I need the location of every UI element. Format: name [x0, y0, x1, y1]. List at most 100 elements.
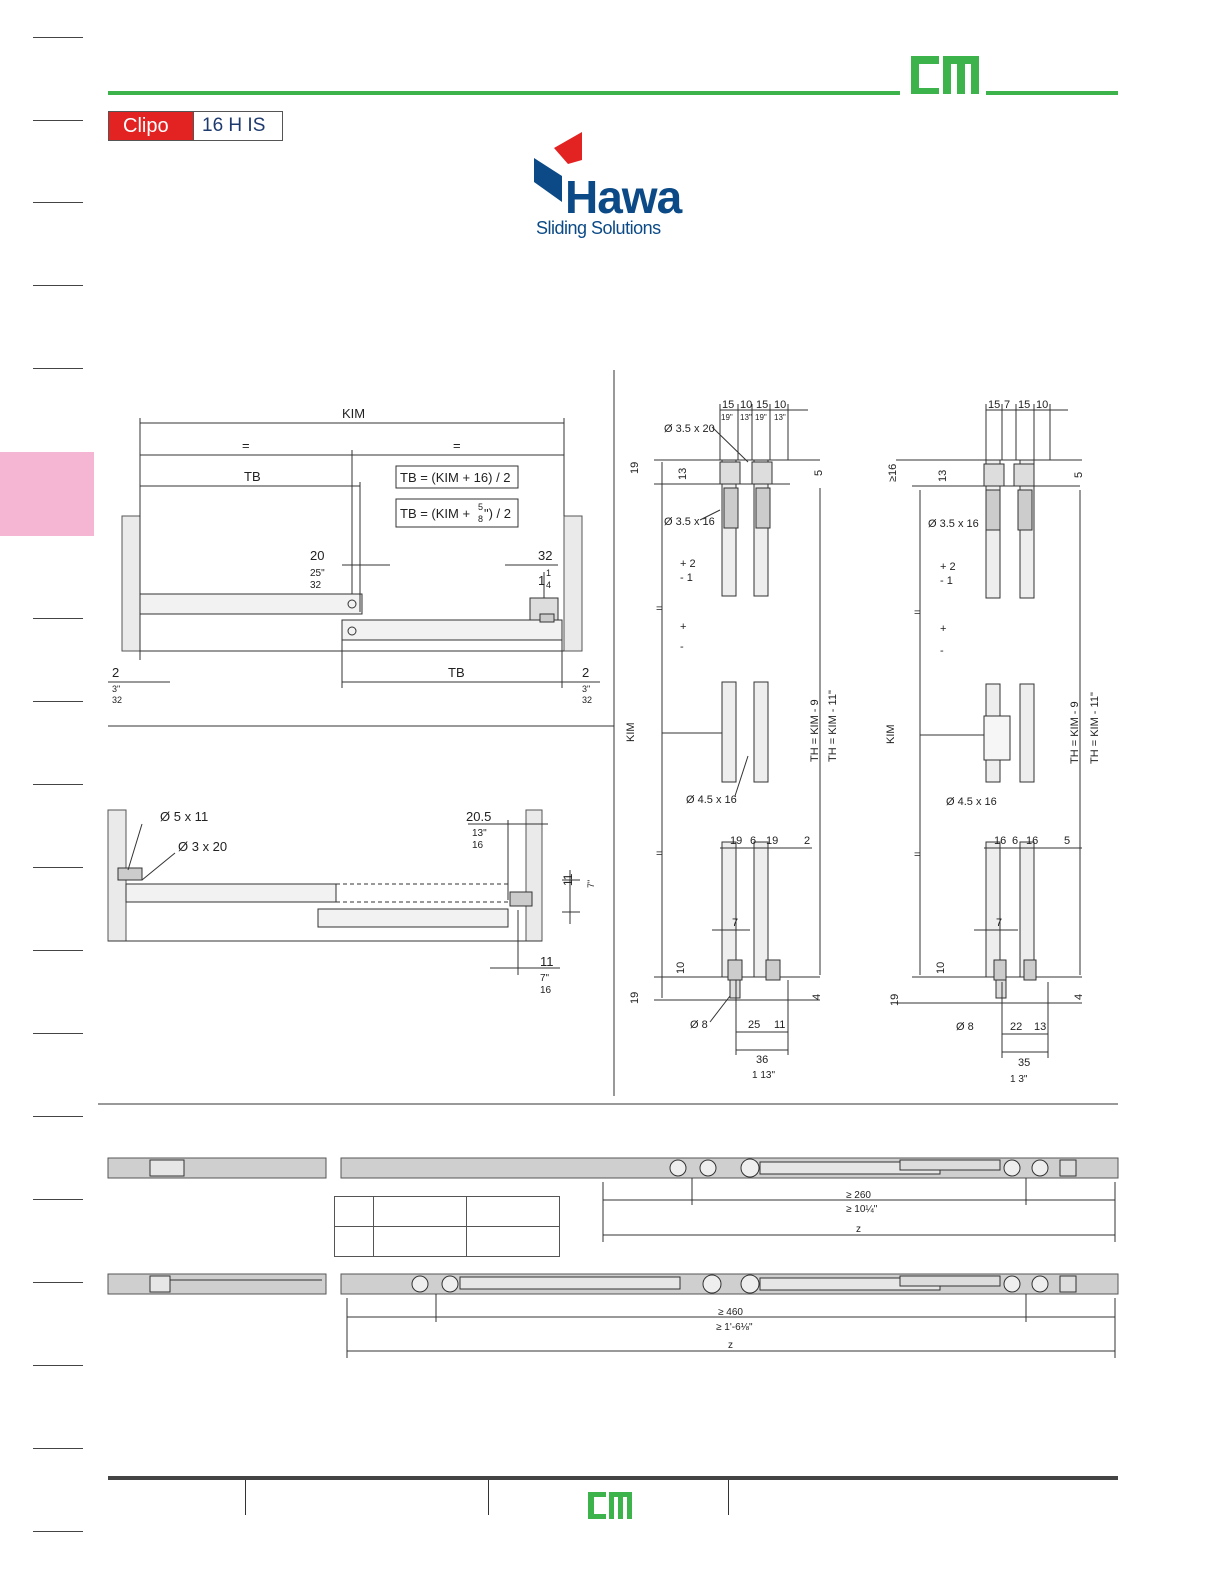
adj-plus-2: + 2	[680, 558, 696, 570]
e2-dim-22: 22	[1010, 1021, 1022, 1033]
footer-separator	[245, 1480, 246, 1515]
top-frac-3: 19"	[755, 413, 767, 422]
dim-3-32-right-den: 32	[582, 695, 592, 705]
e2-dim-7: 7	[996, 917, 1002, 929]
product-name: Clipo	[109, 112, 193, 140]
margin-tick	[33, 784, 83, 785]
dim-3-32-left-den: 32	[112, 695, 122, 705]
screw-3-5x16: Ø 3.5 x 16	[664, 516, 715, 528]
hawa-logo: Hawa Sliding Solutions	[532, 130, 702, 245]
footer-rule	[108, 1476, 1118, 1480]
dim-2-right: 2	[582, 665, 589, 680]
e2-dim-1-3-8: 1 3"	[1010, 1074, 1028, 1085]
e2-dim-16: ≥16	[887, 464, 899, 482]
formula-metric: TB = (KIM + 16) / 2	[400, 470, 511, 485]
top-dim-4: 10	[774, 399, 786, 411]
bot-dim-1: 19	[730, 835, 742, 847]
brand-name: Hawa	[565, 171, 682, 223]
e2-screw-4-5x16: Ø 4.5 x 16	[946, 796, 997, 808]
e2-adj-minus-1-32: -	[940, 645, 944, 657]
dim-7-16-den: 16	[540, 985, 552, 996]
e2-top-dim-4: 10	[1036, 399, 1048, 411]
e2-bot-dim-2: 6	[1012, 835, 1018, 847]
top-frac-1: 19"	[721, 413, 733, 422]
margin-tick	[33, 368, 83, 369]
table-row	[334, 1226, 560, 1257]
margin-tick	[33, 1033, 83, 1034]
margin-tick	[33, 1116, 83, 1117]
dim-1-1-4-num: 1	[546, 568, 551, 578]
hawa-logo-icon	[534, 132, 582, 202]
e2-adj-minus-1: - 1	[940, 575, 953, 587]
top-dim-3: 15	[756, 399, 768, 411]
e2-dim-10: 10	[935, 962, 947, 974]
dim-1-1-4-whole: 1	[538, 573, 545, 588]
table-cell	[373, 1196, 467, 1227]
screw-4-5x16: Ø 4.5 x 16	[686, 794, 737, 806]
eq-lower: =	[656, 848, 662, 860]
dim-19-top: 19	[629, 462, 641, 474]
footer-separator	[728, 1480, 729, 1515]
margin-tick	[33, 867, 83, 868]
top-frac-2: 13"	[740, 413, 752, 422]
dim-11-horiz: 11	[540, 954, 554, 969]
dim-11-vert: 11	[561, 873, 575, 886]
dim-13-16-num: 13"	[472, 828, 487, 839]
margin-tick	[33, 120, 83, 121]
rail2-min-mm: ≥ 460	[718, 1307, 743, 1318]
dim-4: 4	[811, 994, 823, 1000]
adj-minus-1: - 1	[680, 572, 693, 584]
dim-eq-left: =	[242, 438, 250, 453]
dim-3-32-left-num: 3"	[112, 684, 120, 694]
dim-eq-right: =	[453, 438, 461, 453]
rail1-min-in: ≥ 10¼"	[846, 1203, 878, 1215]
table-cell	[334, 1226, 374, 1257]
top-dim-1: 15	[722, 399, 734, 411]
e2-adj-plus-3-32: +	[940, 623, 946, 635]
e2-hole-8: Ø 8	[956, 1021, 974, 1033]
footer-separator	[488, 1480, 489, 1515]
company-logo-icon	[911, 56, 979, 94]
screw-3x20: Ø 3 x 20	[178, 839, 227, 854]
dim-2-left: 2	[112, 665, 119, 680]
e2-dim-5: 5	[1073, 472, 1085, 478]
dim-11-elev: 11	[774, 1019, 785, 1031]
e2-top-dim-3: 15	[1018, 399, 1030, 411]
plan-view	[108, 418, 600, 688]
dim-25-32-num: 25"	[310, 568, 325, 579]
header-rule	[986, 91, 1118, 95]
e2-th-imperial: TH = KIM - 11"	[1089, 692, 1101, 764]
e2-top-dim-2: 7	[1004, 399, 1010, 411]
dim-10: 10	[675, 962, 687, 974]
margin-tick	[33, 37, 83, 38]
formula-imperial-suffix: ") / 2	[484, 506, 511, 521]
product-badge: Clipo 16 H IS	[108, 111, 283, 141]
margin-tick	[33, 1448, 83, 1449]
dim-3-32-right-num: 3"	[582, 684, 590, 694]
elevation-view-2	[896, 404, 1082, 1058]
rail2-length: z	[728, 1340, 733, 1351]
e2-eq-upper: =	[914, 607, 920, 619]
table-cell	[334, 1196, 374, 1227]
spec-table	[334, 1196, 560, 1257]
margin-tick	[33, 701, 83, 702]
eq-upper: =	[656, 603, 662, 615]
margin-tick	[33, 618, 83, 619]
dim-tb-bottom: TB	[448, 665, 465, 680]
e2-dim-4: 4	[1073, 994, 1085, 1000]
top-dim-2: 10	[740, 399, 752, 411]
dim-1-1-4-den: 4	[546, 580, 551, 590]
margin-tick	[33, 285, 83, 286]
th-metric: TH = KIM - 9	[809, 699, 821, 762]
rail-view-1	[107, 1157, 1119, 1242]
dim-13-top: 13	[677, 468, 689, 480]
e2-screw-3-5x16: Ø 3.5 x 16	[928, 518, 979, 530]
dim-kim-vert: KIM	[625, 722, 637, 742]
table-cell	[466, 1196, 560, 1227]
margin-tick	[33, 950, 83, 951]
formula-imperial-den: 8	[478, 514, 483, 524]
side-view	[107, 809, 580, 975]
dim-7-16-num: 7"	[540, 973, 550, 984]
e2-dim-kim: KIM	[885, 724, 897, 744]
